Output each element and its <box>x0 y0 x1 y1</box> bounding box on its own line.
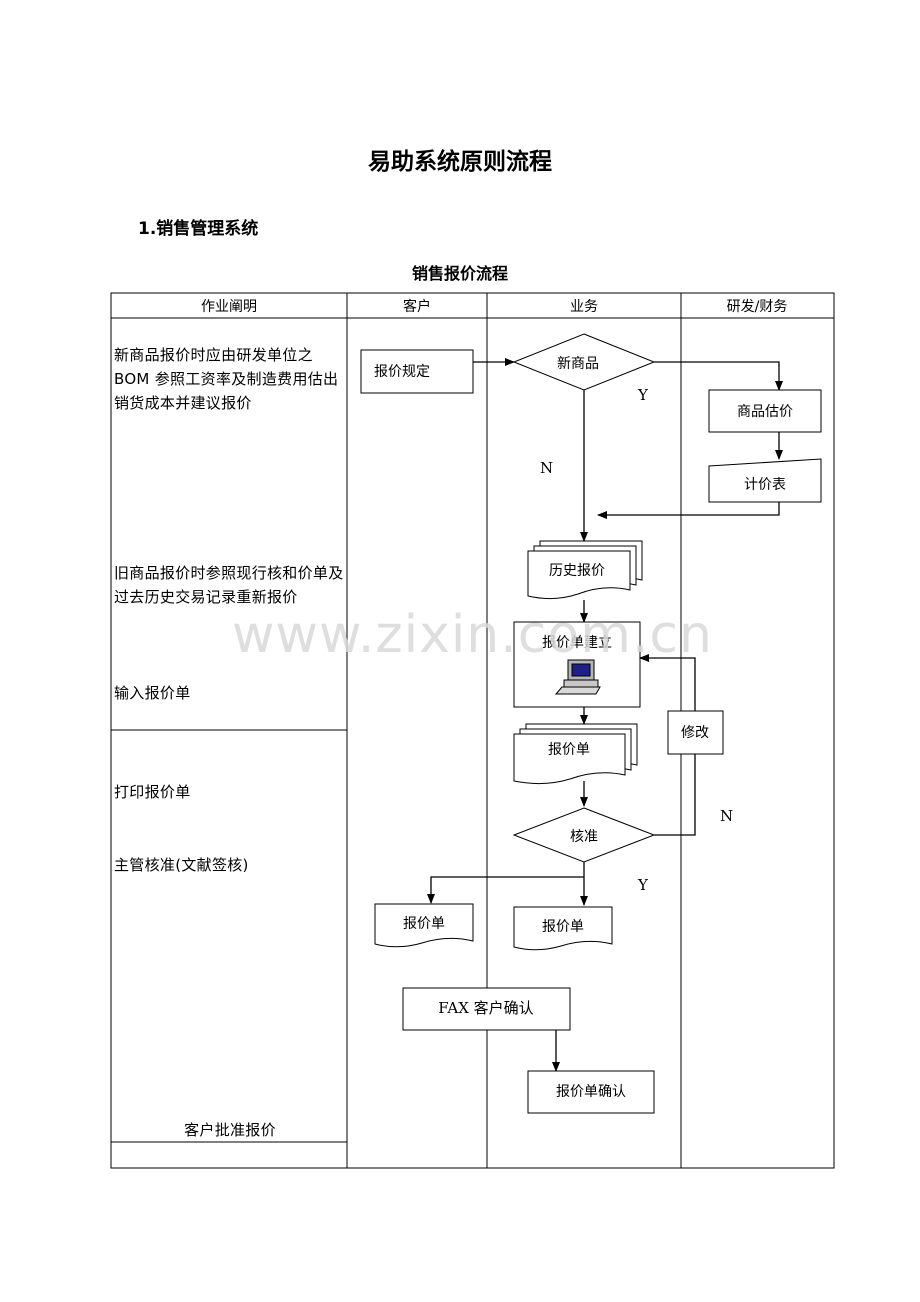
header-sales: 业务 <box>570 299 598 315</box>
sales-quote-label: 报价单 <box>542 919 584 935</box>
product-estimate-box <box>708 389 822 433</box>
approve-label: 核准 <box>570 829 598 845</box>
product-estimate-label: 商品估价 <box>737 404 793 420</box>
label-yes-2: Y <box>637 876 649 894</box>
label-yes-1: Y <box>637 386 649 404</box>
fax-confirm-box <box>402 987 571 1031</box>
arrow-table-to-history <box>597 502 780 519</box>
watermark: www.zixin.com.cn <box>232 605 713 665</box>
label-no-2: N <box>720 807 733 825</box>
arrow-yes-to-customer-quote <box>427 876 584 904</box>
pricing-table-shape <box>708 458 822 503</box>
label-no-1: N <box>540 459 553 477</box>
desc-print: 打印报价单 <box>114 783 191 801</box>
revise-box <box>667 710 724 755</box>
desc-approve: 主管核准(文献签核) <box>114 856 249 874</box>
customer-quote-label: 报价单 <box>403 916 445 932</box>
quote-doc-label: 报价单 <box>548 742 590 758</box>
desc-customer-approve: 客户批准报价 <box>184 1121 276 1139</box>
quote-rules-box <box>360 349 474 394</box>
quote-confirm-label: 报价单确认 <box>556 1084 626 1100</box>
section-heading: 1.销售管理系统 <box>138 219 259 239</box>
computer-icon <box>554 659 601 695</box>
page-title: 易助系统原则流程 <box>368 149 552 175</box>
header-rd-finance: 研发/财务 <box>727 299 788 315</box>
quote-create-label: 报价单建立 <box>542 635 612 651</box>
desc-new-product: 新商品报价时应由研发单位之BOM 参照工资率及制造费用估出销货成本并建议报价 <box>114 346 339 412</box>
revise-label: 修改 <box>681 725 709 741</box>
header-description: 作业阐明 <box>201 299 257 315</box>
chart-title: 销售报价流程 <box>411 264 508 283</box>
history-quotes-label: 历史报价 <box>549 563 605 579</box>
new-product-label: 新商品 <box>557 356 599 372</box>
header-customer: 客户 <box>403 298 431 315</box>
customer-quote-doc <box>374 903 474 948</box>
pricing-table-label: 计价表 <box>744 477 786 493</box>
quote-doc-stack <box>513 723 638 785</box>
arrow-yes-to-estimate <box>654 361 783 391</box>
quote-confirm-box <box>527 1070 655 1114</box>
history-quotes-doc <box>527 540 643 600</box>
fax-confirm-label: FAX 客户确认 <box>438 999 533 1017</box>
desc-input: 输入报价单 <box>114 684 191 702</box>
desc-old-product: 旧商品报价时参照现行核和价单及过去历史交易记录重新报价 <box>114 564 344 606</box>
quote-rules-label: 报价规定 <box>374 364 430 380</box>
sales-quote-doc <box>513 906 613 951</box>
